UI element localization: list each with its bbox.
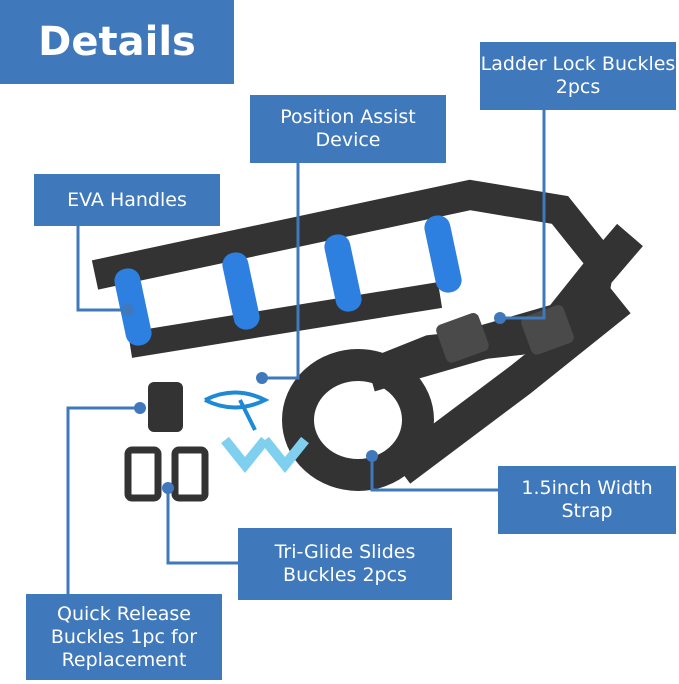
tri-glide-icon [124,446,162,502]
quick-release-buckle-icon [148,382,183,432]
page-title: Details [0,0,234,84]
cord-icon [204,390,270,431]
label-ladder-lock-buckles: Ladder Lock Buckles 2pcs [480,42,676,110]
label-strap-width: 1.5inch Width Strap [498,466,676,534]
label-eva-handles: EVA Handles [34,174,220,226]
clips-icon [221,436,309,474]
label-tri-glide-buckles: Tri-Glide Slides Buckles 2pcs [238,528,452,600]
ladder-lock-buckle-icon [436,313,489,363]
label-position-assist-device: Position Assist Device [250,95,446,163]
label-quick-release-buckles: Quick Release Buckles 1pc for Replacemen… [26,594,222,680]
coiled-strap-icon [282,349,434,491]
